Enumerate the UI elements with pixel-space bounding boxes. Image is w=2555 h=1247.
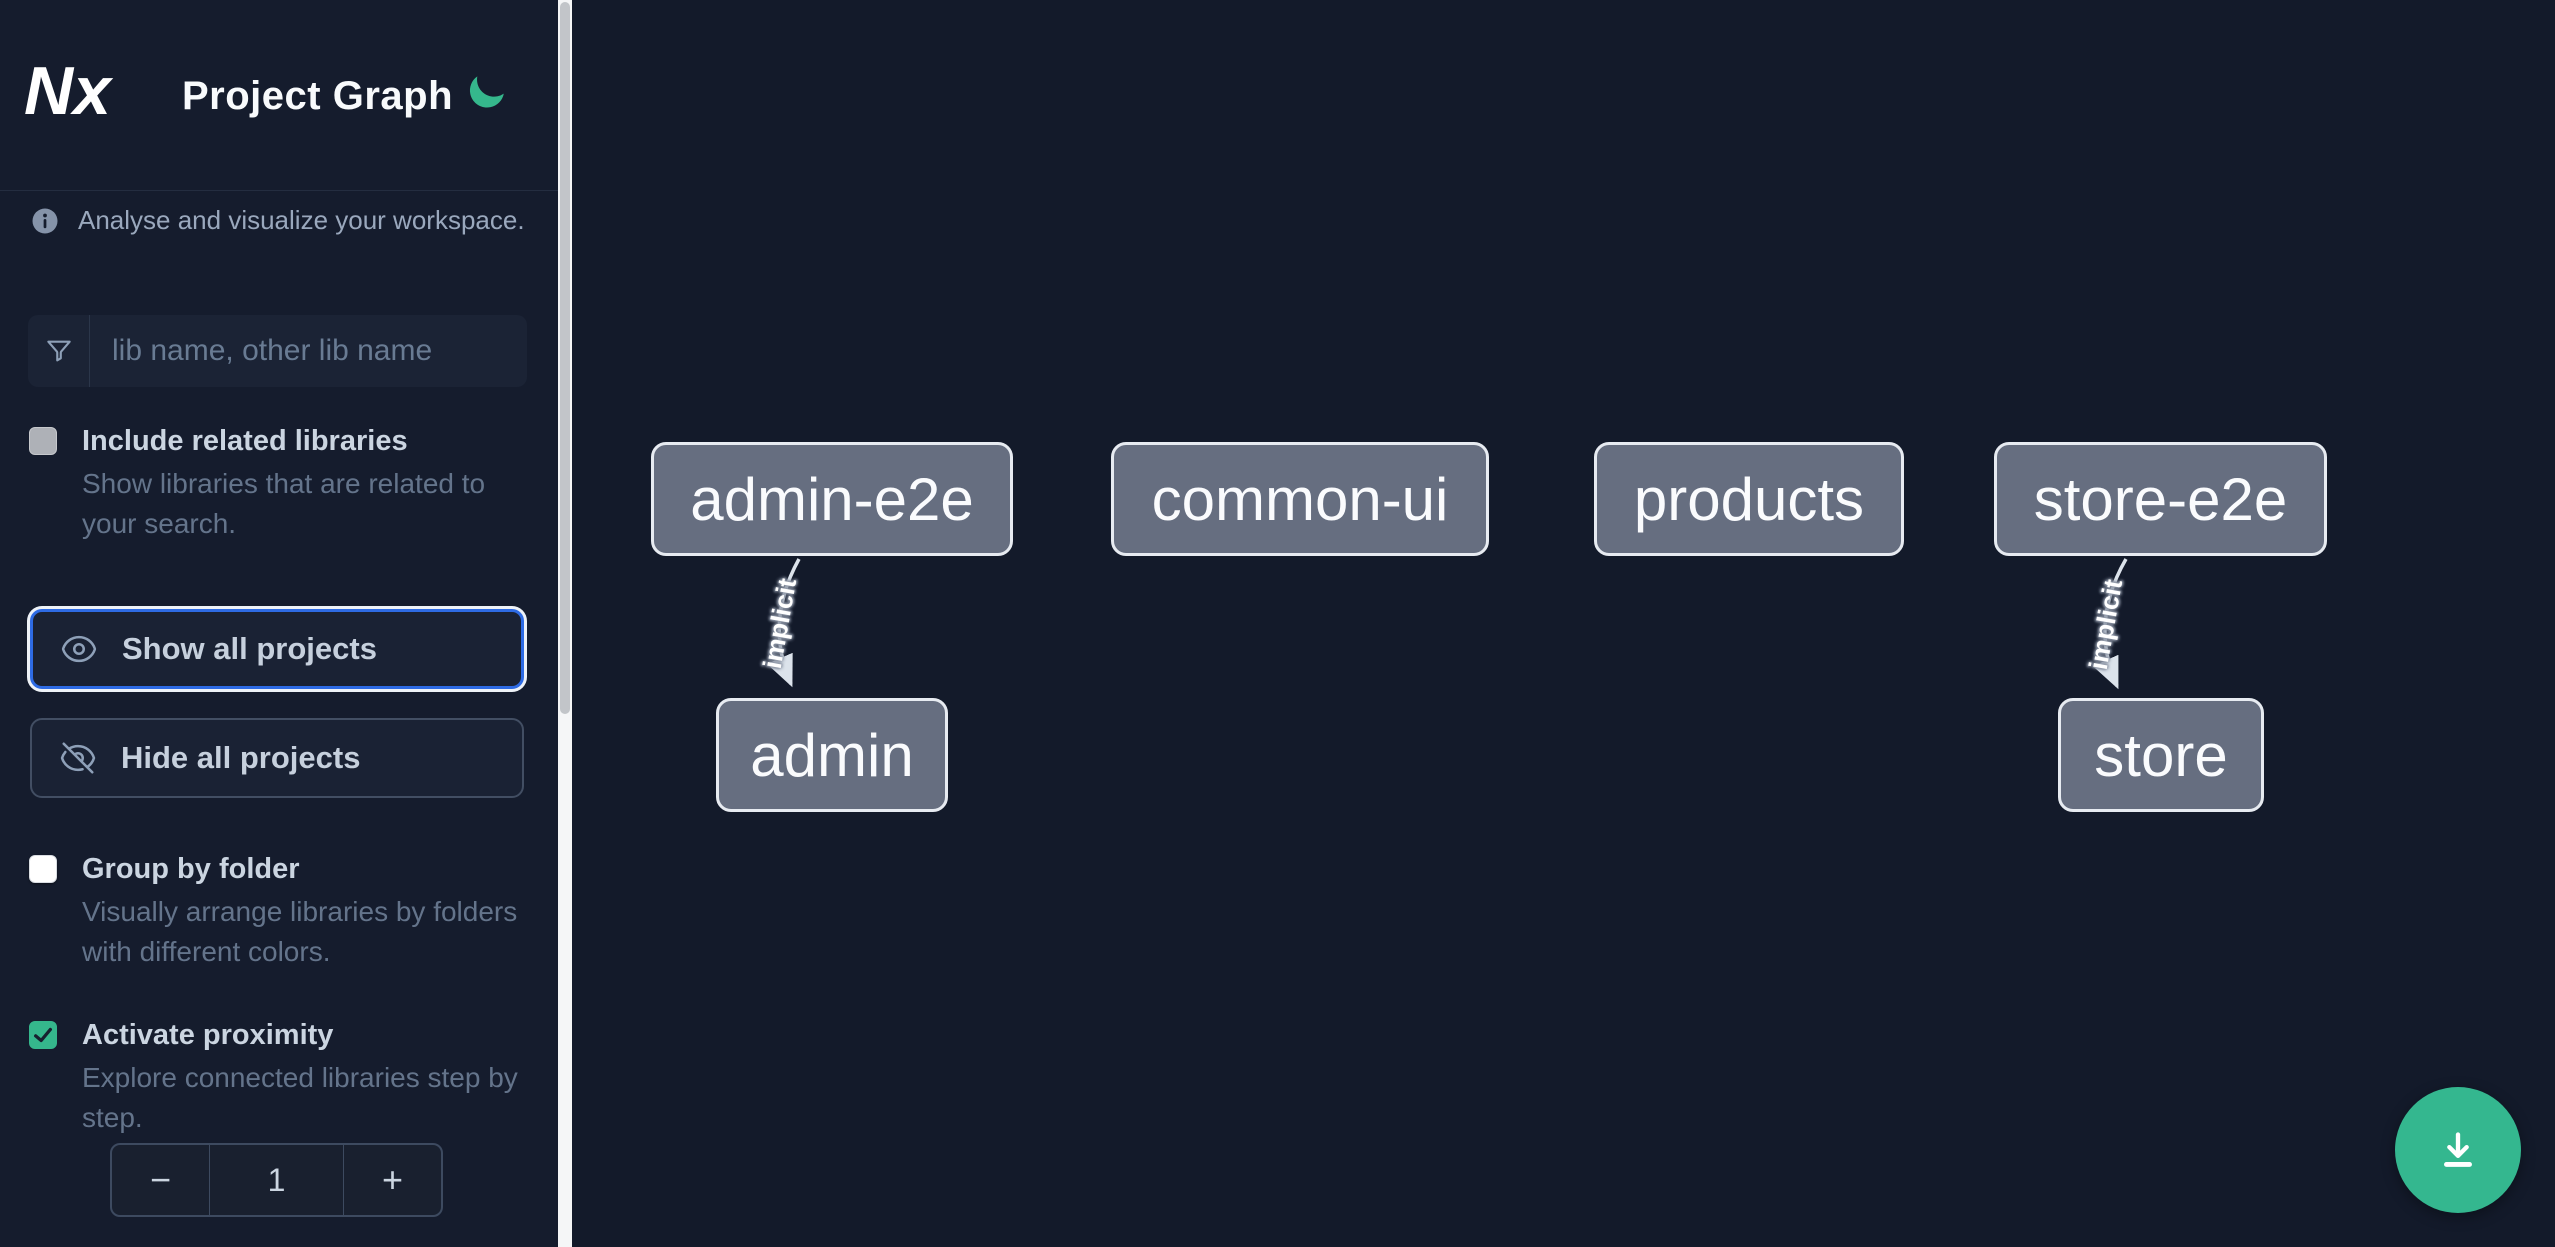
graph-node-admin-e2e[interactable]: admin-e2e bbox=[651, 442, 1013, 556]
funnel-icon bbox=[46, 340, 71, 362]
sidebar: Nx Project Graph Analyse and visualize y… bbox=[0, 0, 558, 1247]
eye-slash-icon bbox=[60, 742, 96, 774]
include-related-description: Show libraries that are related to your … bbox=[82, 468, 486, 539]
activate-proximity-label[interactable]: Activate proximity bbox=[82, 1019, 334, 1051]
include-related-checkbox[interactable] bbox=[29, 427, 57, 455]
option-activate-proximity: Activate proximity Explore connected lib… bbox=[29, 1018, 542, 1138]
edge-admin-e2e-to-admin[interactable] bbox=[766, 558, 801, 688]
sidebar-scrollbar-track bbox=[558, 0, 572, 1247]
activate-proximity-description: Explore connected libraries step by step… bbox=[82, 1062, 518, 1133]
decrement-button[interactable]: − bbox=[112, 1145, 209, 1215]
download-graph-button[interactable] bbox=[2395, 1087, 2521, 1213]
group-by-folder-checkbox[interactable] bbox=[29, 855, 57, 883]
checkmark-icon bbox=[34, 1027, 52, 1043]
theme-toggle-button[interactable] bbox=[463, 70, 509, 116]
show-all-projects-label: Show all projects bbox=[122, 631, 377, 666]
graph-node-store[interactable]: store bbox=[2058, 698, 2264, 812]
header-divider bbox=[0, 190, 558, 191]
intro-row: Analyse and visualize your workspace. bbox=[30, 205, 525, 236]
moon-icon bbox=[469, 75, 504, 108]
graph-edges bbox=[766, 558, 2128, 690]
hide-all-projects-button[interactable]: Hide all projects bbox=[30, 718, 524, 798]
nx-logo-text: Nx bbox=[24, 53, 114, 129]
include-related-label[interactable]: Include related libraries bbox=[82, 425, 408, 457]
filter-input[interactable] bbox=[90, 315, 527, 387]
show-all-projects-button[interactable]: Show all projects bbox=[30, 609, 524, 689]
hide-all-projects-label: Hide all projects bbox=[121, 740, 361, 775]
graph-node-common-ui[interactable]: common-ui bbox=[1111, 442, 1489, 556]
graph-node-products[interactable]: products bbox=[1594, 442, 1904, 556]
group-by-folder-description: Visually arrange libraries by folders wi… bbox=[82, 896, 518, 967]
graph-node-store-e2e[interactable]: store-e2e bbox=[1994, 442, 2327, 556]
group-by-folder-label[interactable]: Group by folder bbox=[82, 853, 300, 885]
filter-icon-cell bbox=[28, 315, 90, 387]
eye-icon bbox=[61, 635, 97, 663]
proximity-depth-stepper: − 1 + bbox=[110, 1143, 443, 1217]
page-title: Project Graph bbox=[182, 74, 454, 118]
proximity-depth-value[interactable]: 1 bbox=[209, 1145, 344, 1215]
info-icon bbox=[32, 208, 58, 233]
filter-control bbox=[28, 315, 527, 387]
download-icon bbox=[2444, 1132, 2472, 1167]
edge-store-e2e-to-store[interactable] bbox=[2092, 558, 2128, 690]
option-include-related: Include related libraries Show libraries… bbox=[29, 424, 542, 544]
graph-canvas[interactable]: implicit implicit admin-e2e common-ui pr… bbox=[558, 0, 2555, 1247]
option-group-by-folder: Group by folder Visually arrange librari… bbox=[29, 852, 542, 972]
graph-node-admin[interactable]: admin bbox=[716, 698, 948, 812]
increment-button[interactable]: + bbox=[344, 1145, 441, 1215]
nx-logo: Nx bbox=[24, 53, 114, 129]
sidebar-scrollbar-thumb[interactable] bbox=[560, 2, 570, 714]
activate-proximity-checkbox[interactable] bbox=[29, 1021, 57, 1049]
intro-text: Analyse and visualize your workspace. bbox=[78, 205, 525, 235]
